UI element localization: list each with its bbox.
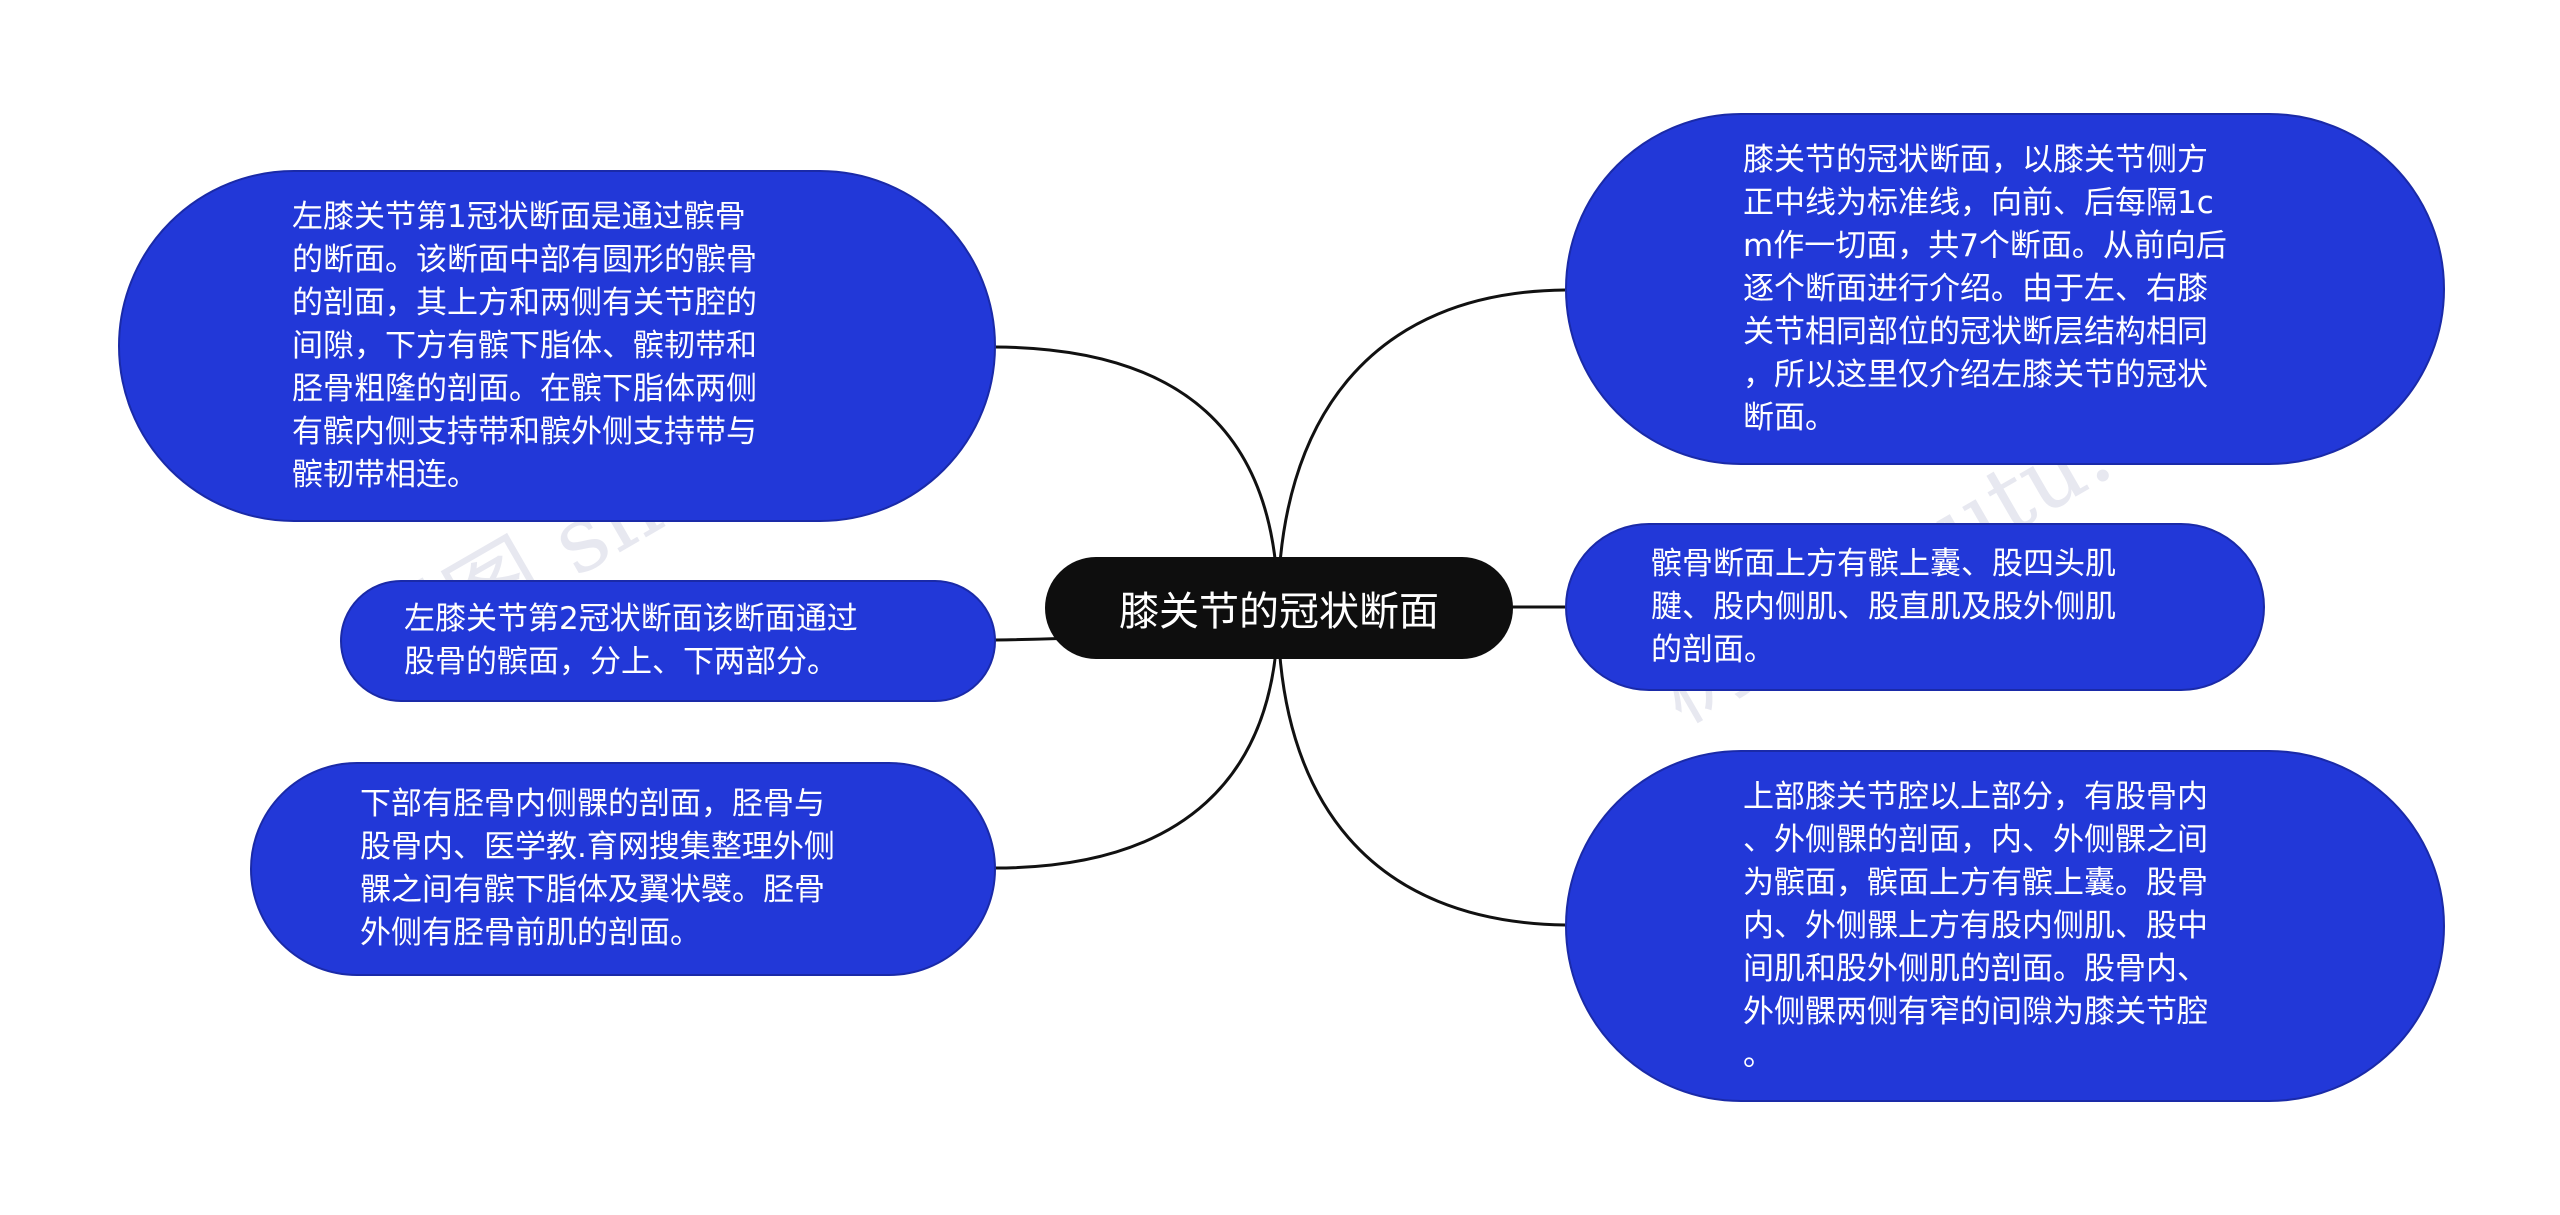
link-right-3: [1276, 609, 1566, 927]
root-node[interactable]: 膝关节的冠状断面: [1045, 557, 1513, 659]
left-node-1[interactable]: 左膝关节第1冠状断面是通过髌骨 的断面。该断面中部有圆形的髌骨 的剖面，其上方和…: [118, 170, 996, 522]
right-node-2-text: 髌骨断面上方有髌上囊、股四头肌 腱、股内侧肌、股直肌及股外侧肌 的剖面。: [1651, 545, 2116, 668]
right-node-1-text: 膝关节的冠状断面，以膝关节侧方 正中线为标准线，向前、后每隔1c m作一切面，共…: [1743, 141, 2227, 436]
link-left-1: [994, 345, 1280, 611]
right-node-1[interactable]: 膝关节的冠状断面，以膝关节侧方 正中线为标准线，向前、后每隔1c m作一切面，共…: [1565, 113, 2445, 465]
left-node-2-text: 左膝关节第2冠状断面该断面通过 股骨的髌面，分上、下两部分。: [404, 601, 858, 680]
link-left-3: [994, 609, 1280, 870]
left-node-3-text: 下部有胫骨内侧髁的剖面，胫骨与 股骨内、医学教.育网搜集整理外侧 髁之间有髌下脂…: [360, 786, 835, 951]
left-node-3[interactable]: 下部有胫骨内侧髁的剖面，胫骨与 股骨内、医学教.育网搜集整理外侧 髁之间有髌下脂…: [250, 762, 996, 976]
right-node-3[interactable]: 上部膝关节腔以上部分，有股骨内 、外侧髁的剖面，内、外侧髁之间 为髌面，髌面上方…: [1565, 750, 2445, 1102]
left-node-1-text: 左膝关节第1冠状断面是通过髌骨 的断面。该断面中部有圆形的髌骨 的剖面，其上方和…: [292, 198, 757, 493]
left-node-2[interactable]: 左膝关节第2冠状断面该断面通过 股骨的髌面，分上、下两部分。: [340, 580, 996, 702]
right-node-2[interactable]: 髌骨断面上方有髌上囊、股四头肌 腱、股内侧肌、股直肌及股外侧肌 的剖面。: [1565, 523, 2265, 691]
root-node-label: 膝关节的冠状断面: [1119, 589, 1439, 635]
link-right-1: [1276, 288, 1566, 611]
right-node-3-text: 上部膝关节腔以上部分，有股骨内 、外侧髁的剖面，内、外侧髁之间 为髌面，髌面上方…: [1743, 778, 2208, 1073]
